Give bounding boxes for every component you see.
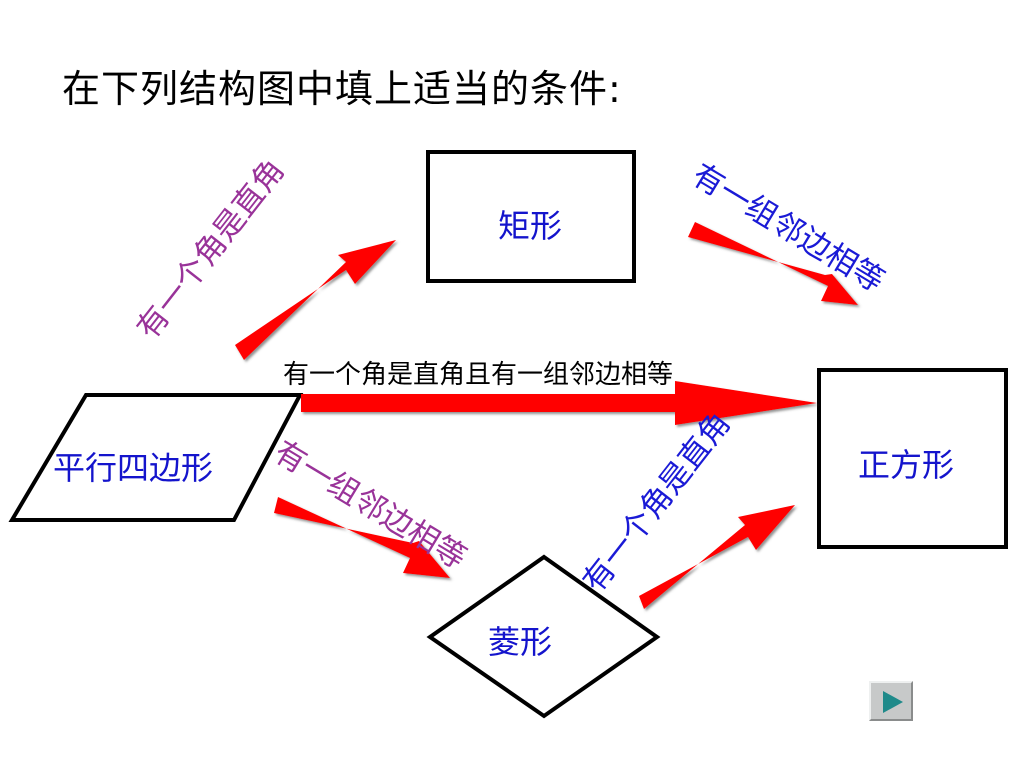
condition-rhombus-to-square: 有一个角是直角 xyxy=(576,406,738,599)
parallelogram-shape xyxy=(8,393,304,522)
arrow-rectangle-to-square xyxy=(688,222,858,305)
arrow-parallelogram-to-rectangle xyxy=(235,240,396,360)
condition-para-to-square: 有一个角是直角且有一组邻边相等 xyxy=(283,360,673,390)
condition-para-to-rhombus: 有一组邻边相等 xyxy=(268,434,473,577)
arrow-rhombus-to-square xyxy=(639,505,795,609)
rhombus-label: 菱形 xyxy=(488,623,552,661)
arrow-parallelogram-to-square xyxy=(301,381,817,425)
play-next-icon xyxy=(883,691,903,713)
arrow-parallelogram-to-rhombus xyxy=(274,497,450,578)
condition-para-to-rect: 有一个角是直角 xyxy=(130,153,292,346)
rectangle-label: 矩形 xyxy=(498,207,562,245)
parallelogram-label: 平行四边形 xyxy=(53,449,213,487)
square-label: 正方形 xyxy=(858,446,954,484)
next-slide-button[interactable] xyxy=(869,681,913,721)
rhombus-shape xyxy=(426,554,661,719)
slide-title: 在下列结构图中填上适当的条件: xyxy=(62,67,622,111)
square-box xyxy=(817,368,1008,549)
rectangle-box xyxy=(426,150,636,283)
condition-rect-to-square: 有一组邻边相等 xyxy=(686,157,891,300)
